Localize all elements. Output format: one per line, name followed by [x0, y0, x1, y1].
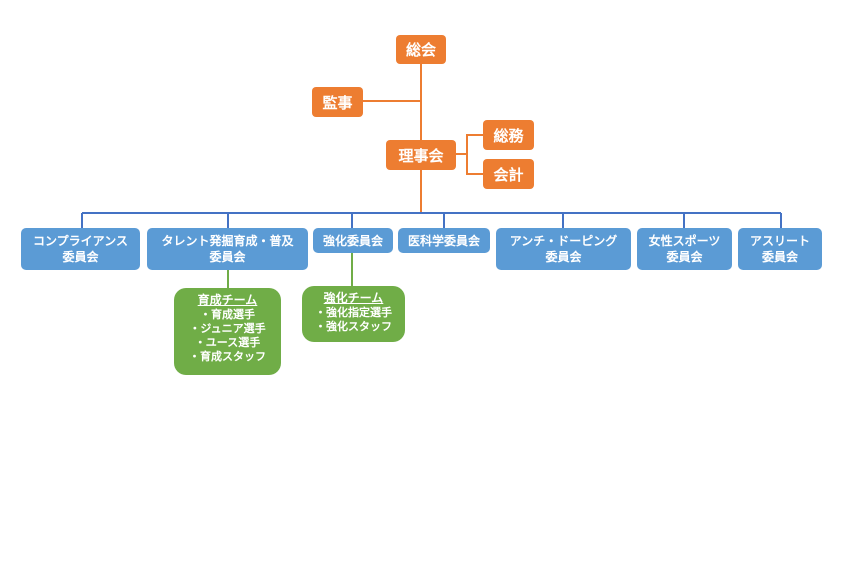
team-ikusei-title: 育成チーム	[197, 293, 258, 307]
committee-talent: タレント発掘育成・普及委員会	[147, 228, 308, 270]
team-kyouka-title: 強化チーム	[323, 291, 384, 305]
team-kyouka-item: ・強化指定選手	[315, 306, 392, 319]
general-assembly-box: 総会	[396, 35, 446, 64]
team-ikusei-item: ・ジュニア選手	[189, 322, 266, 335]
team-ikusei-item: ・育成選手	[200, 308, 255, 321]
team-kyouka: 強化チーム ・強化指定選手 ・強化スタッフ	[302, 286, 405, 342]
accounting-box: 会計	[483, 159, 534, 189]
committee-compliance: コンプライアンス委員会	[21, 228, 140, 270]
auditor-box: 監事	[312, 87, 363, 117]
committee-anti-doping: アンチ・ドーピング委員会	[496, 228, 631, 270]
committee-athlete: アスリート委員会	[738, 228, 822, 270]
team-ikusei-item: ・育成スタッフ	[189, 350, 266, 363]
committee-women-sports: 女性スポーツ委員会	[637, 228, 732, 270]
board-box: 理事会	[386, 140, 456, 170]
committee-medical-science: 医科学委員会	[398, 228, 490, 253]
committee-strengthening: 強化委員会	[313, 228, 393, 253]
team-ikusei-item: ・ユース選手	[194, 336, 261, 349]
team-kyouka-item: ・強化スタッフ	[315, 320, 392, 333]
team-ikusei: 育成チーム ・育成選手 ・ジュニア選手 ・ユース選手 ・育成スタッフ	[174, 288, 281, 375]
general-affairs-box: 総務	[483, 120, 534, 150]
line-bracket-affairs	[466, 134, 483, 175]
